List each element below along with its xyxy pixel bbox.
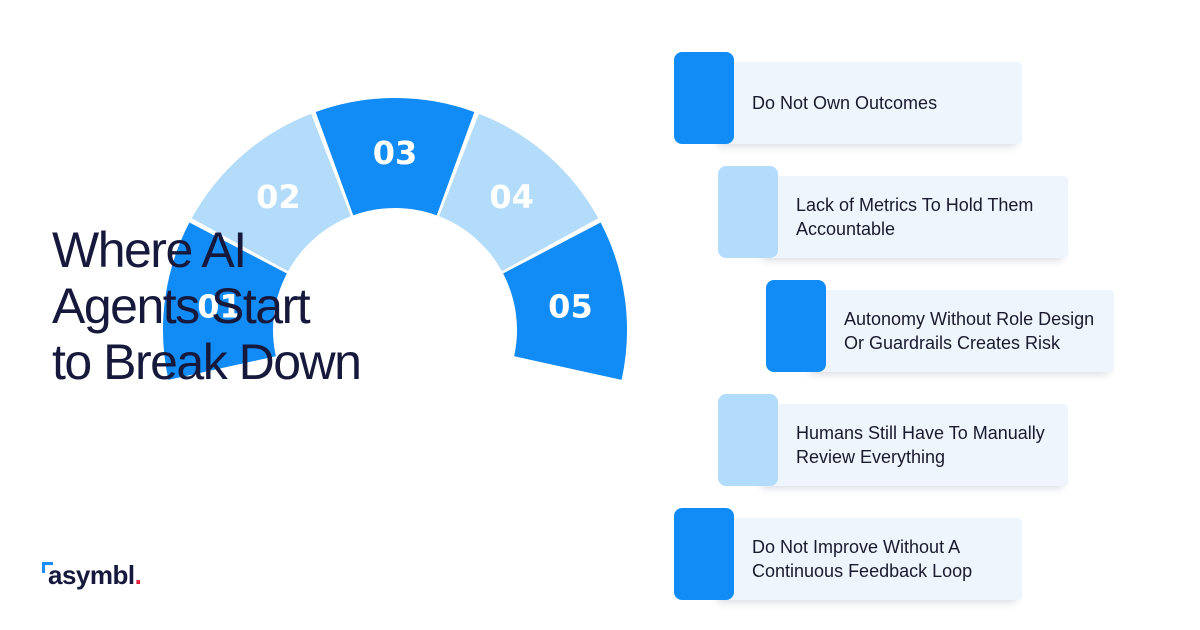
title-line-1: Where AI [52,222,247,278]
item-card-4-box [756,404,1068,486]
item-card-5-box [712,518,1022,600]
item-card-5-tab [674,508,734,600]
item-card-4-text: Humans Still Have To Manually Review Eve… [796,423,1045,467]
ring-segment-02 [191,113,351,272]
ring-segment-03 [315,98,475,216]
ring-segment-05 [503,222,627,380]
item-card-5-text: Do Not Improve Without A Continuous Feed… [752,537,973,581]
ring-segment-label-01: 01 [197,288,242,326]
item-card-1-box [712,62,1022,144]
title-line-2: Agents Start [52,278,311,334]
ring-segment-04 [439,113,599,272]
item-card-3: Autonomy Without Role Design Or Guardrai… [766,280,1114,372]
item-card-1-text: Do Not Own Outcomes [752,93,938,113]
ring-segment-01 [163,222,287,380]
item-card-2-text: Lack of Metrics To Hold Them Accountable [796,195,1034,239]
item-card-1-tab [674,52,734,144]
ring-segment-label-02: 02 [256,178,301,216]
asymbl-logo: asymbl. [42,560,142,591]
item-card-2-box [756,176,1068,258]
logo-corner-icon [42,562,53,573]
title-line-3: to Break Down [52,334,362,390]
item-card-3-text: Autonomy Without Role Design Or Guardrai… [844,309,1095,353]
ring-segment-label-03: 03 [373,134,418,172]
item-card-3-tab [766,280,826,372]
page-title: Where AI Agents Start to Break Down [52,222,452,390]
item-card-5: Do Not Improve Without A Continuous Feed… [674,508,1022,600]
ring-segment-label-05: 05 [548,288,593,326]
ring-segment-label-04: 04 [489,178,534,216]
item-card-2-tab [718,166,778,258]
item-card-4: Humans Still Have To Manually Review Eve… [718,394,1068,486]
item-card-4-tab [718,394,778,486]
logo-dot: . [134,560,142,590]
logo-wordmark: asymbl [48,560,135,590]
item-card-3-box [804,290,1114,372]
item-card-1: Do Not Own Outcomes [674,52,1022,144]
item-card-2: Lack of Metrics To Hold Them Accountable [718,166,1068,258]
